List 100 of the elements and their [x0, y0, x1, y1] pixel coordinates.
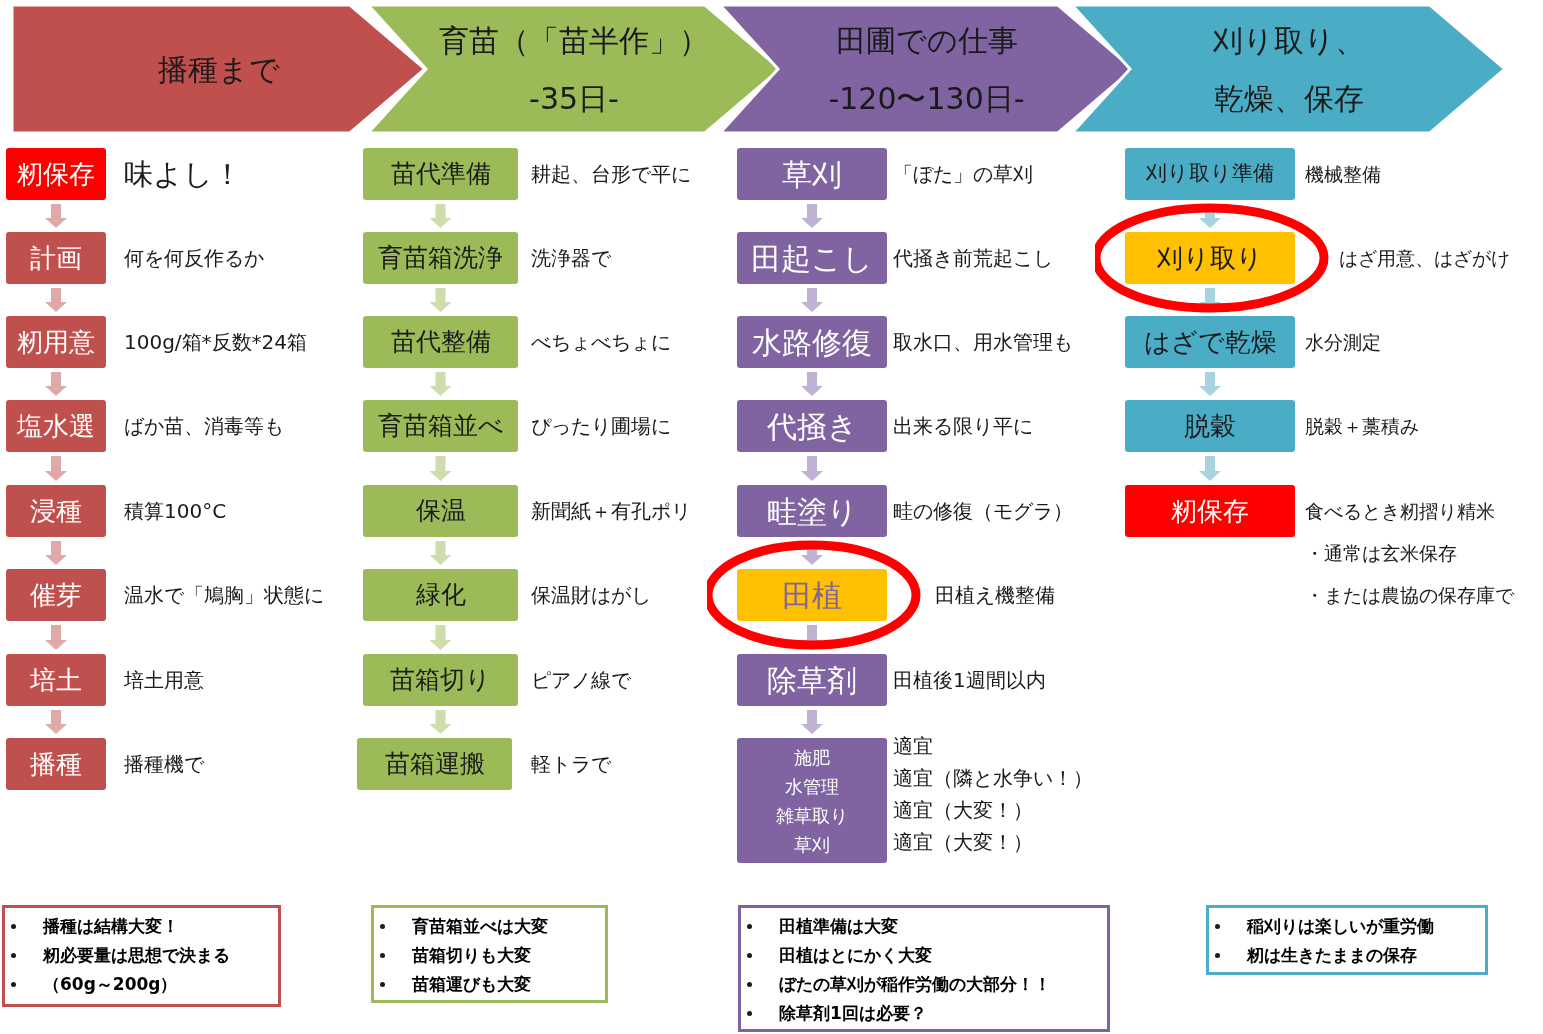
step-box	[737, 569, 887, 621]
step-note: 保温財はがし	[531, 582, 651, 609]
arrow	[429, 710, 452, 734]
step-label: 催芽	[30, 580, 82, 610]
step-note: 播種機で	[124, 751, 204, 778]
step-label: 浸種	[30, 496, 82, 526]
stage-title: 乾燥、保存	[1213, 79, 1364, 118]
step-box	[737, 316, 887, 368]
step-box	[1125, 400, 1295, 452]
arrow	[801, 456, 823, 481]
step-note: 脱穀＋藁積み	[1305, 414, 1419, 439]
arrow	[45, 625, 67, 650]
step-note: 耕起、台形で平に	[531, 161, 691, 188]
step-note: 温水で「鳩胸」状態に	[124, 582, 324, 609]
step-label: 籾用意	[17, 327, 95, 357]
arrow	[45, 288, 67, 312]
note-text: 苗箱切りも大変	[412, 943, 531, 967]
step-box	[6, 654, 106, 706]
arrow	[45, 204, 67, 228]
note-text: 播種は結構大変！	[43, 914, 179, 938]
step-note: ばか苗、消毒等も	[124, 413, 284, 440]
note-text: （60g～200g）	[43, 972, 178, 996]
step-box	[363, 400, 518, 452]
note-text: ぼたの草刈が稲作労働の大部分！！	[779, 972, 1051, 996]
stage-title: 田圃での仕事	[835, 21, 1018, 60]
arrow	[801, 204, 823, 228]
note-text: 田植はとにかく大変	[779, 943, 932, 967]
step-box	[737, 738, 887, 863]
step-label: 苗代整備	[390, 328, 491, 356]
step-label: はざで乾燥	[1143, 327, 1277, 357]
step-box	[737, 148, 887, 200]
step-note: べちょべちょに	[531, 329, 671, 356]
arrow	[45, 710, 67, 734]
step-box	[6, 148, 106, 200]
step-note: はざ用意、はざがけ	[1339, 246, 1510, 271]
arrow	[429, 625, 452, 650]
note-box	[1206, 905, 1488, 975]
step-box	[1125, 232, 1295, 284]
note-text: 田植準備は大変	[779, 914, 898, 938]
step-label: 塩水選	[17, 411, 95, 441]
arrow	[429, 372, 452, 396]
step-label: 播種	[30, 749, 82, 779]
step-label: 施肥	[794, 745, 830, 770]
step-label: 苗箱切り	[390, 666, 491, 694]
step-box	[6, 485, 106, 537]
arrow	[801, 372, 823, 396]
step-note: 味よし！	[124, 156, 242, 192]
note-box	[371, 905, 608, 1003]
arrow	[429, 204, 452, 228]
step-box	[6, 316, 106, 368]
step-label: 苗箱運搬	[384, 750, 485, 778]
stage-title: -120〜130日-	[828, 79, 1025, 118]
step-note: 軽トラで	[531, 751, 611, 778]
step-note: 適宜	[893, 733, 934, 760]
step-box	[363, 485, 518, 537]
step-box	[363, 569, 518, 621]
step-box	[1125, 148, 1295, 200]
step-label: 計画	[30, 243, 82, 273]
step-label: 籾保存	[17, 159, 95, 189]
arrow	[429, 456, 452, 481]
step-label: 除草剤	[767, 663, 857, 697]
step-label: 脱穀	[1184, 411, 1236, 441]
arrow	[45, 372, 67, 396]
step-box	[357, 738, 512, 790]
step-label: 田植	[782, 578, 842, 612]
step-box	[6, 232, 106, 284]
arrow	[1199, 456, 1221, 481]
arrow	[45, 456, 67, 481]
step-note: 水分測定	[1305, 330, 1381, 355]
step-box	[363, 148, 518, 200]
arrow	[429, 288, 452, 312]
step-label: 培土	[30, 665, 82, 695]
step-note: ・通常は玄米保存	[1305, 541, 1458, 566]
step-note: 取水口、用水管理も	[893, 329, 1073, 356]
note-box	[738, 905, 1110, 1032]
arrow	[45, 541, 67, 565]
step-note: 新聞紙＋有孔ポリ	[531, 498, 691, 525]
note-text: 苗箱運びも大変	[412, 972, 531, 996]
step-label: 代掻き	[766, 409, 858, 443]
step-box	[363, 232, 518, 284]
step-label: 草刈	[794, 832, 830, 857]
step-note: 田植え機整備	[935, 582, 1055, 609]
note-box	[2, 905, 281, 1007]
step-box	[6, 738, 106, 790]
step-box	[737, 485, 887, 537]
step-note: 機械整備	[1305, 162, 1381, 187]
step-note: 培土用意	[124, 667, 204, 694]
note-text: 籾は生きたままの保存	[1247, 943, 1417, 967]
note-text: 除草剤1回は必要？	[779, 1001, 927, 1025]
step-note: 何を何反作るか	[124, 245, 264, 272]
step-box	[737, 400, 887, 452]
step-label: 田起こし	[751, 241, 873, 275]
step-label: 保温	[415, 497, 466, 525]
note-text: 育苗箱並べは大変	[412, 914, 548, 938]
stage-title: 育苗（「苗半作」）	[439, 21, 709, 60]
step-label: 水路修復	[752, 325, 872, 359]
step-note: ぴったり圃場に	[531, 413, 671, 440]
step-box	[6, 569, 106, 621]
step-label: 刈り取り準備	[1146, 162, 1274, 186]
step-label: 育苗箱洗浄	[378, 244, 503, 272]
